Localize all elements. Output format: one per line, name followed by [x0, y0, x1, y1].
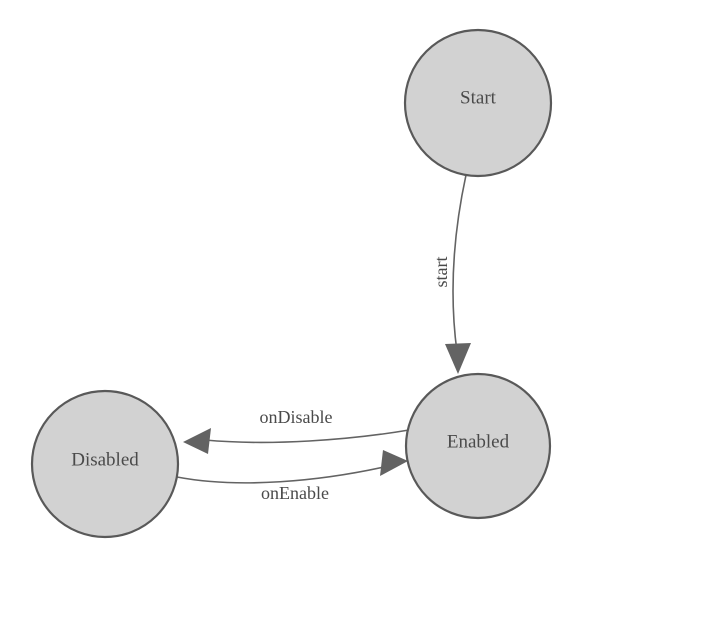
- edge-label-start: start: [431, 257, 451, 288]
- edge-enabled-to-disabled[interactable]: onDisable: [183, 407, 410, 454]
- node-start[interactable]: Start: [403, 28, 553, 178]
- edge-label-onenable: onEnable: [261, 483, 329, 503]
- edge-label-ondisable: onDisable: [260, 407, 333, 427]
- edge-path-enabled-to-disabled: [204, 429, 410, 444]
- edge-disabled-to-enabled[interactable]: onEnable: [176, 450, 408, 503]
- arrowhead-start-to-enabled: [445, 343, 471, 374]
- arrowhead-disabled-to-enabled: [380, 450, 408, 476]
- edge-start-to-enabled[interactable]: start: [431, 174, 471, 374]
- node-disabled[interactable]: Disabled: [30, 389, 180, 539]
- node-circle-enabled: [404, 372, 552, 520]
- node-circle-disabled: [30, 389, 180, 539]
- arrowhead-enabled-to-disabled: [183, 428, 211, 454]
- node-circle-start: [403, 28, 553, 178]
- node-label-enabled: Enabled: [447, 431, 510, 452]
- edge-path-disabled-to-enabled: [176, 466, 385, 484]
- node-label-disabled: Disabled: [71, 449, 139, 470]
- node-label-start: Start: [460, 87, 497, 108]
- node-enabled[interactable]: Enabled: [404, 372, 552, 520]
- edge-path-start-to-enabled: [452, 174, 467, 353]
